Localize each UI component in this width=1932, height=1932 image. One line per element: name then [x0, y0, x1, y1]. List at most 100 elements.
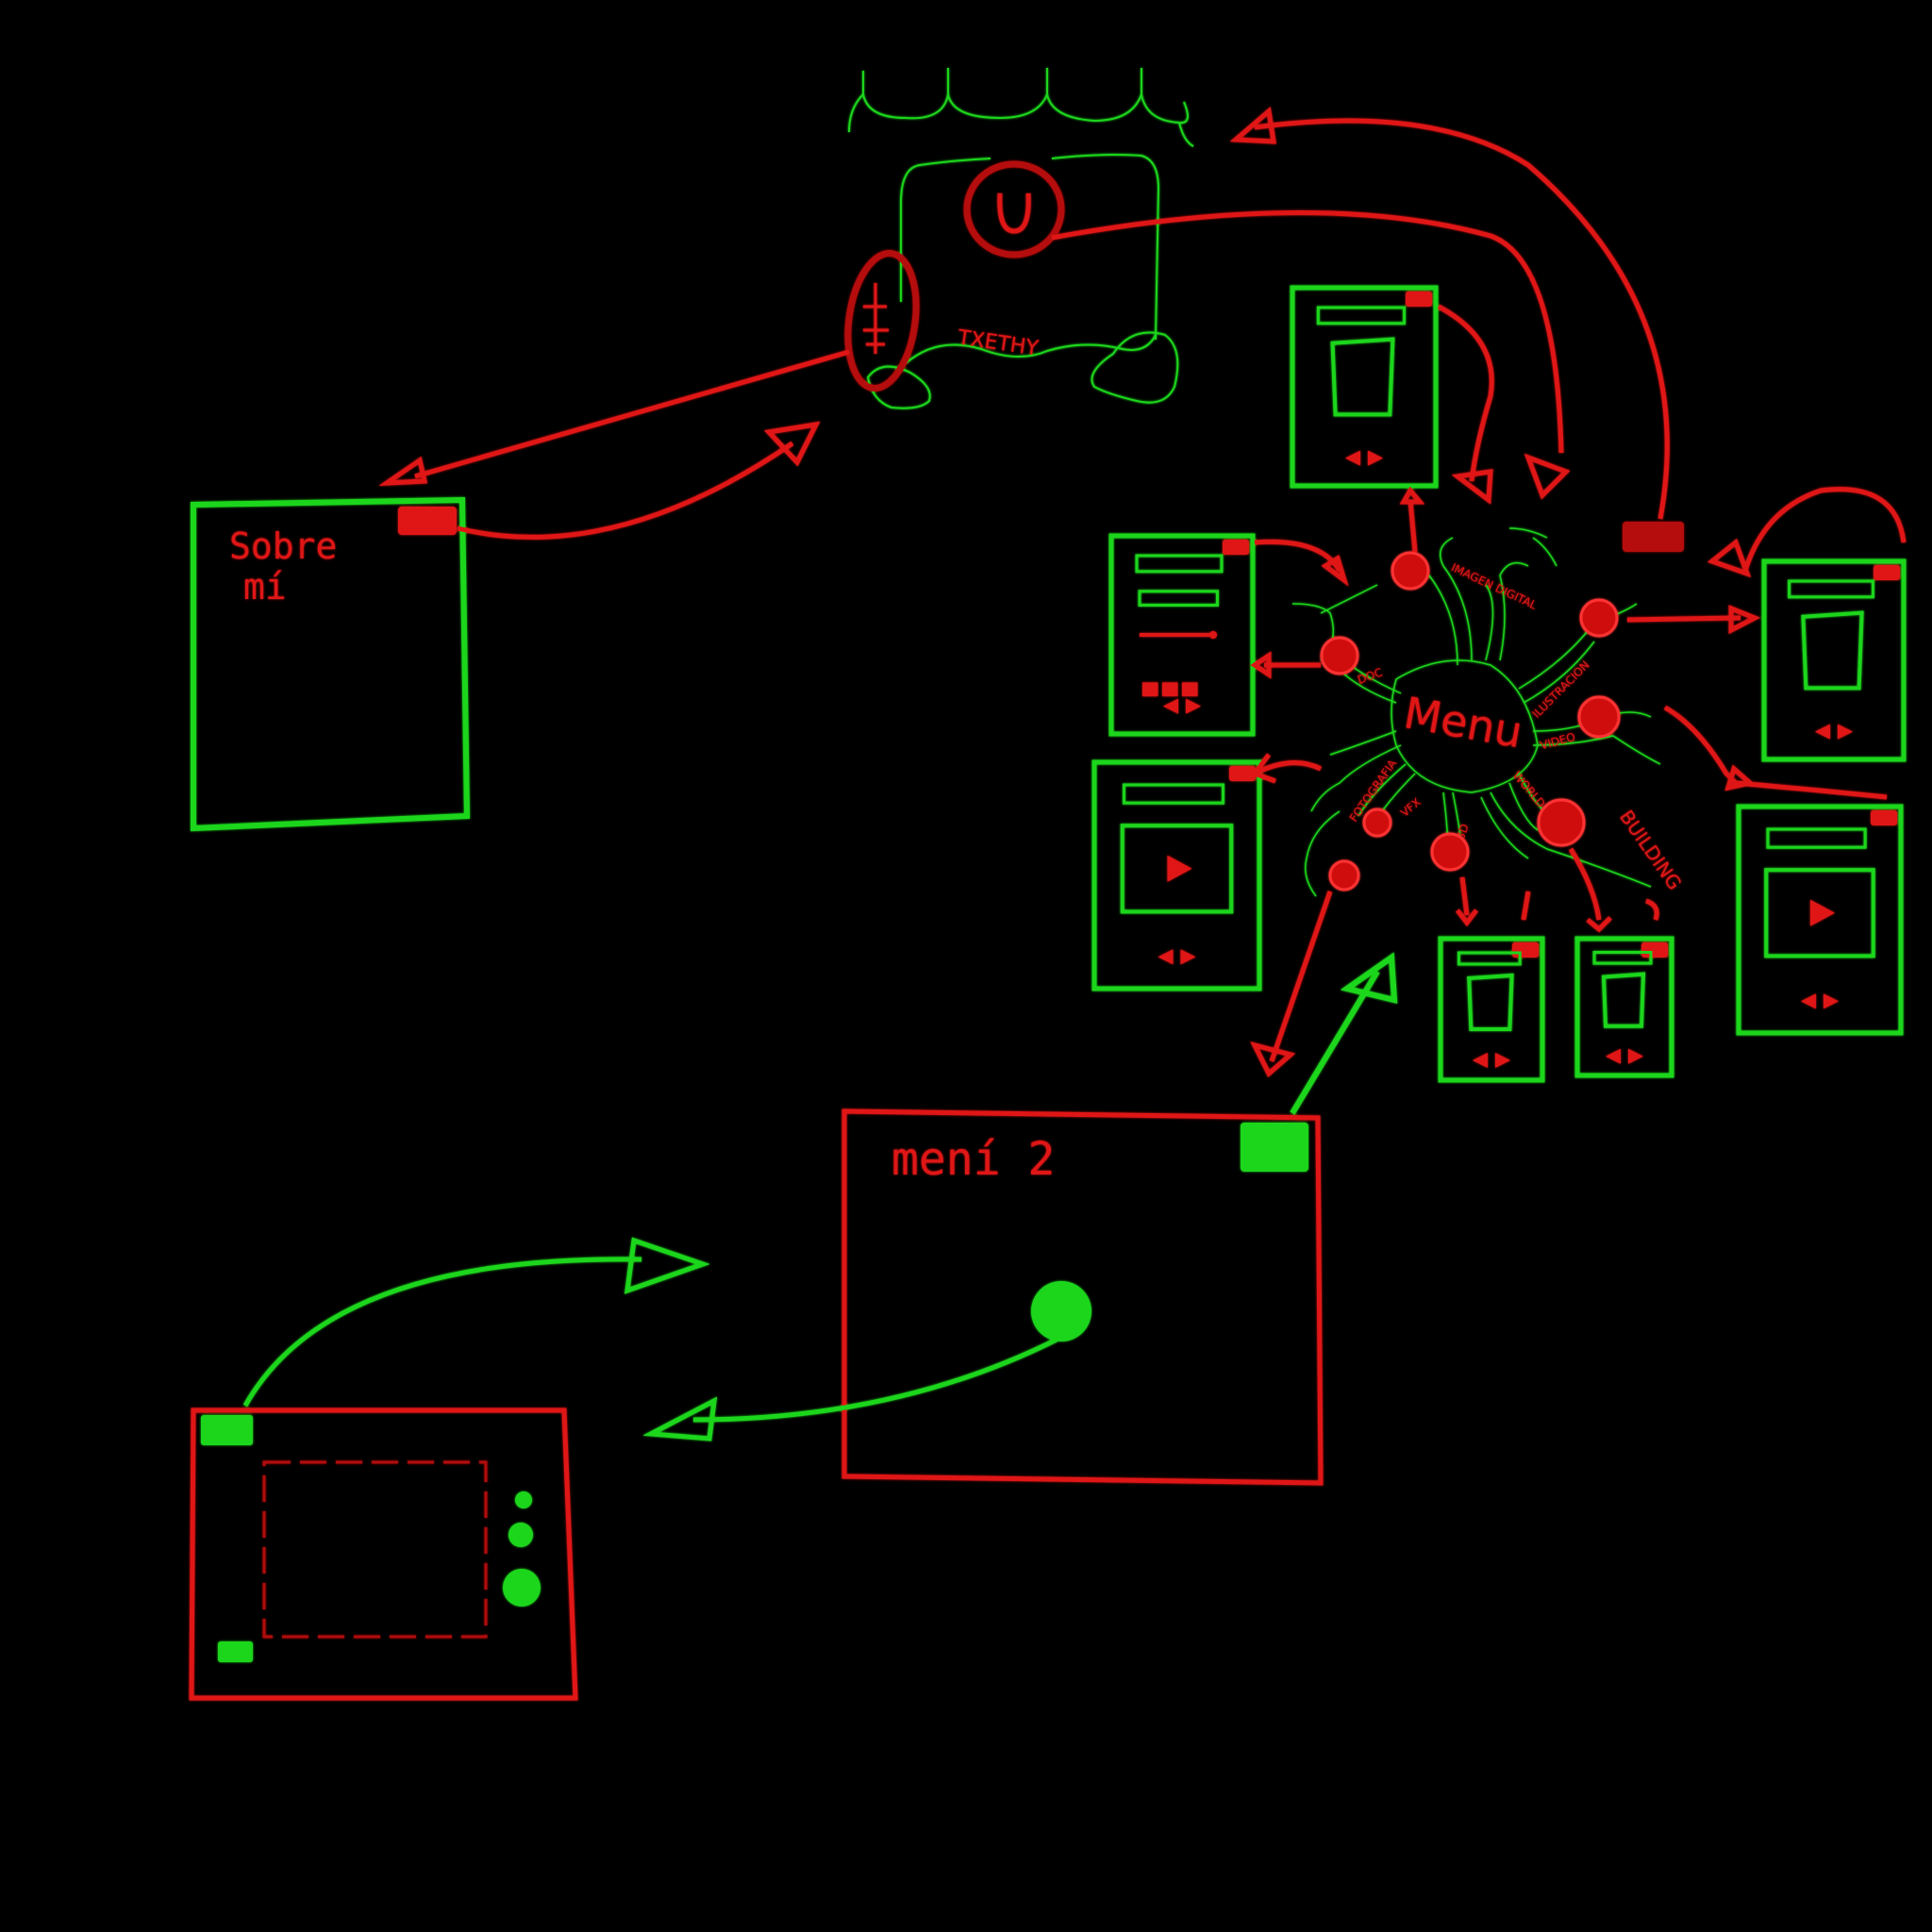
- player-panel[interactable]: [189, 1407, 578, 1701]
- screen-card[interactable]: [1736, 804, 1904, 1036]
- screen-card[interactable]: [1108, 533, 1256, 737]
- play-icon[interactable]: [1167, 855, 1192, 882]
- menu2-arrows: [242, 1237, 1058, 1441]
- card-header-bar: [1135, 554, 1224, 574]
- nav-left-arrow-icon[interactable]: [1158, 949, 1174, 965]
- header-sketch: [848, 68, 1194, 409]
- player-control-dot[interactable]: [508, 1523, 533, 1547]
- about-panel-frame: [191, 496, 471, 832]
- arrowhead-about: [378, 456, 428, 486]
- screen-card[interactable]: [1091, 759, 1262, 991]
- branch-label-vfx: VFX: [1398, 795, 1424, 820]
- menu2-title: mení 2: [891, 1133, 1055, 1186]
- hub-node[interactable]: [1537, 798, 1586, 847]
- hub-node[interactable]: [1579, 598, 1619, 638]
- screen-cards: [1091, 285, 1907, 1083]
- screen-card[interactable]: [1438, 936, 1545, 1083]
- nav-right-arrow-icon[interactable]: [1180, 949, 1196, 965]
- screen-card[interactable]: [1761, 558, 1907, 762]
- arrowhead-menu-top: [1524, 453, 1571, 500]
- about-panel-tab-icon[interactable]: [398, 507, 457, 535]
- menu-hub: Menu IMAGEN DIGITAL DOC ILUSTRACION VIDE…: [1291, 527, 1686, 897]
- hub-node[interactable]: [1577, 695, 1621, 739]
- card-tab-icon[interactable]: [1641, 942, 1668, 958]
- play-icon[interactable]: [1810, 899, 1835, 926]
- nav-left-arrow-icon[interactable]: [1606, 1048, 1621, 1064]
- card-video-area: [1764, 868, 1875, 958]
- right-claw: [1091, 331, 1179, 404]
- arrow-menu-to-header: [1254, 118, 1670, 520]
- nav-right-arrow-icon[interactable]: [1495, 1053, 1510, 1068]
- arrow-logo-to-menu: [1051, 210, 1564, 454]
- card-tab-icon[interactable]: [1874, 565, 1900, 580]
- card-list-row: [1138, 590, 1219, 607]
- nav-left-arrow-icon[interactable]: [1801, 993, 1816, 1009]
- screen-card[interactable]: [1290, 285, 1439, 489]
- about-title-line2: mí: [243, 566, 287, 608]
- nav-left-arrow-icon[interactable]: [1815, 724, 1830, 740]
- nav-right-arrow-icon[interactable]: [1628, 1048, 1643, 1064]
- card-frame: [1290, 285, 1439, 489]
- card-frame: [1736, 804, 1904, 1036]
- card-header-bar: [1123, 783, 1224, 805]
- card-button-icon[interactable]: [1162, 682, 1178, 697]
- screen-card[interactable]: [1574, 936, 1674, 1078]
- about-title-line1: Sobre: [229, 525, 337, 567]
- hub-green-arrow: [1290, 952, 1398, 1115]
- card-tab-icon[interactable]: [1223, 540, 1249, 555]
- mouth-outline: [900, 334, 1157, 369]
- hub-node[interactable]: [1328, 859, 1360, 891]
- nav-right-arrow-icon[interactable]: [1186, 698, 1201, 714]
- card-button-icon[interactable]: [1182, 682, 1198, 697]
- figure-icon: [863, 283, 889, 354]
- card-header-bar: [1592, 951, 1653, 965]
- branch-label-world: WORLD: [1510, 769, 1548, 810]
- hub-node[interactable]: [1320, 636, 1359, 675]
- player-tab-icon[interactable]: [201, 1415, 253, 1445]
- card-content-slot: [1330, 337, 1395, 417]
- menu2-record-dot[interactable]: [1031, 1281, 1091, 1341]
- hub-node[interactable]: [1362, 808, 1392, 838]
- menu-hub-label: Menu: [1400, 687, 1526, 758]
- player-control-dot[interactable]: [503, 1569, 541, 1607]
- menu2-tab-icon[interactable]: [1241, 1123, 1308, 1172]
- nav-right-arrow-icon[interactable]: [1824, 993, 1839, 1009]
- menu-hub-tab-icon[interactable]: [1623, 522, 1684, 552]
- card-tab-icon[interactable]: [1229, 766, 1256, 781]
- card-content-slot: [1467, 973, 1514, 1031]
- player-control-dot[interactable]: [515, 1491, 532, 1508]
- branch-label-video: VIDEO: [1539, 730, 1576, 752]
- card-header-bar: [1766, 827, 1867, 849]
- about-panel[interactable]: Sobre mí: [191, 496, 471, 832]
- nav-left-arrow-icon[interactable]: [1345, 450, 1360, 466]
- left-claw: [866, 365, 931, 409]
- nav-right-arrow-icon[interactable]: [1838, 724, 1853, 740]
- player-panel-frame: [189, 1407, 578, 1701]
- logo-button-ring: [963, 160, 1065, 258]
- hub-node[interactable]: [1430, 832, 1470, 872]
- player-screen: [262, 1460, 488, 1639]
- card-tab-icon[interactable]: [1871, 810, 1897, 825]
- hub-node[interactable]: [1391, 551, 1430, 591]
- horseshoe-icon: [997, 192, 1031, 234]
- hub-nodes: [1320, 551, 1621, 891]
- card-frame: [1438, 936, 1545, 1083]
- card-slider-knob[interactable]: [1209, 631, 1217, 639]
- arrow-about-to-header: [414, 349, 850, 479]
- card-frame: [1574, 936, 1674, 1078]
- nav-right-arrow-icon[interactable]: [1368, 450, 1383, 466]
- card-content-slot: [1601, 972, 1646, 1028]
- player-small-tab-icon[interactable]: [218, 1641, 253, 1662]
- branch-label-building: BUILDING: [1615, 806, 1686, 893]
- card-content-slot: [1801, 610, 1864, 691]
- card-button-icon[interactable]: [1142, 682, 1158, 697]
- card-tab-icon[interactable]: [1512, 942, 1539, 958]
- card-header-bar: [1457, 951, 1522, 966]
- card-frame: [1091, 759, 1262, 991]
- nav-left-arrow-icon[interactable]: [1163, 698, 1178, 714]
- menu2-panel[interactable]: mení 2: [841, 1108, 1324, 1486]
- card-tab-icon[interactable]: [1406, 291, 1432, 307]
- header-label: TXETHY: [956, 326, 1041, 361]
- nav-left-arrow-icon[interactable]: [1473, 1053, 1488, 1068]
- about-header-arrows: [378, 107, 1670, 540]
